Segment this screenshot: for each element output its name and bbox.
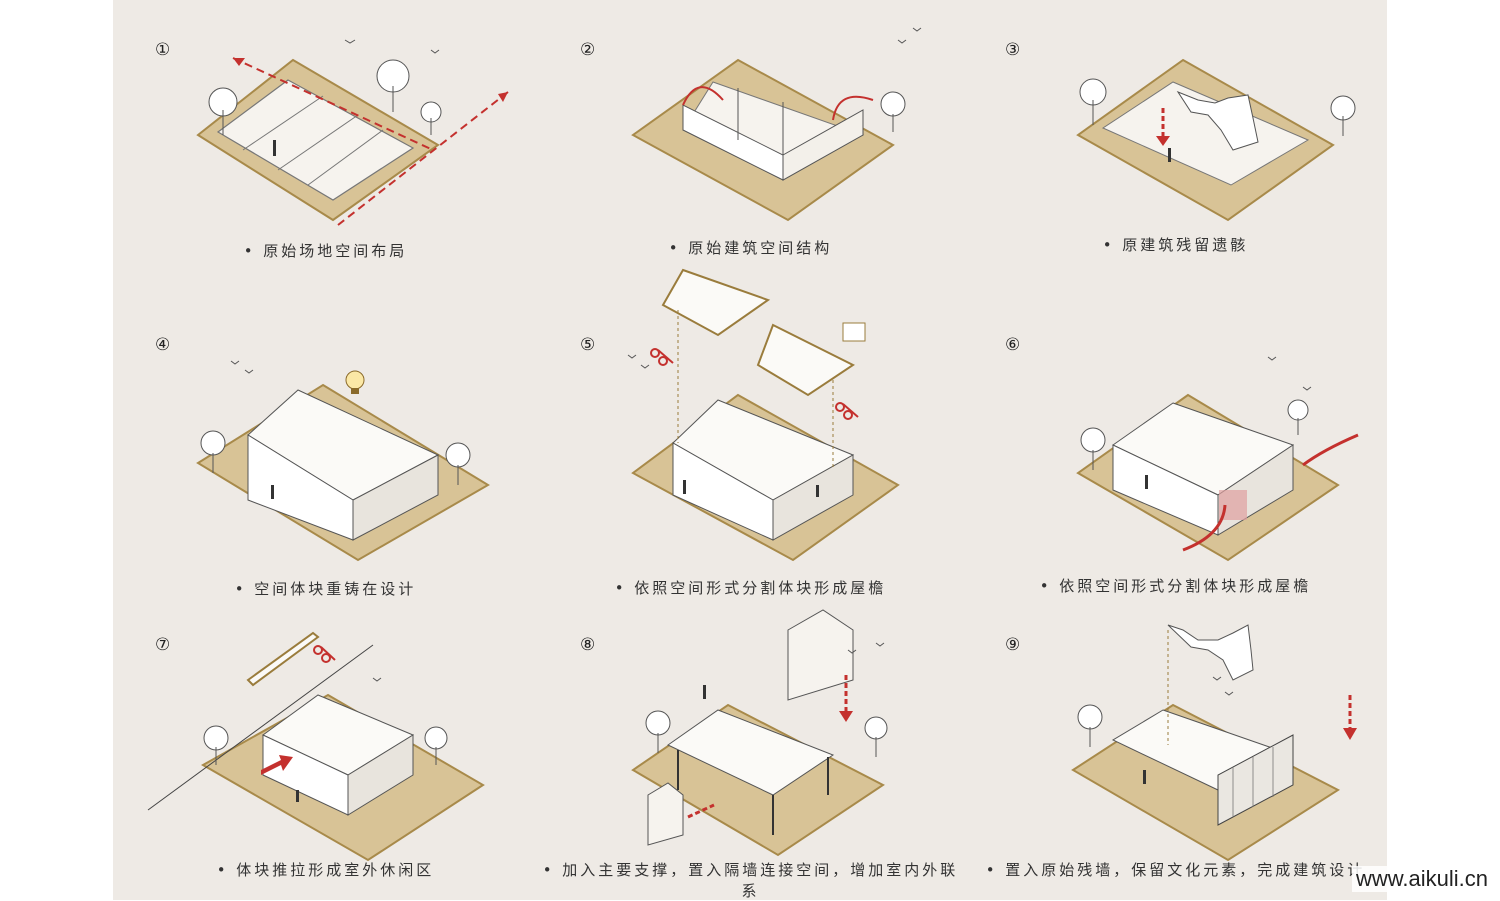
grid [1232,747,1274,817]
step-caption: • 体块推拉形成室外休闲区 [216,861,435,879]
diagram-sheet: ① • 原始场地空间布局 ② [113,0,1387,900]
bird-icon [372,677,382,682]
watermark: www.aikuli.cn [1351,866,1492,892]
eave-drawing [1076,356,1359,562]
step-caption: • 原建筑残留遗骸 [1102,236,1249,254]
bird-icon [1267,356,1312,391]
axis-line [147,644,374,811]
step-number: ⑤ [580,335,596,355]
roof-slab [246,631,320,687]
panel-5: ⑤ • 依照空间形式分割体块形成屋檐 [538,268,963,597]
support-partition-drawing [631,609,888,857]
partition-wall [647,782,684,846]
site-outline [216,79,415,201]
scissors-icon [313,645,336,663]
step-caption: • 加入主要支撑，置入隔墙连接空间，增加室内外联系 [542,861,959,900]
volume-side [352,454,439,541]
panel-2: ② • 原始建筑空间结构 [538,0,963,300]
person-icon [1145,475,1148,489]
step-number: ⑧ [580,635,596,655]
person-icon [1168,148,1171,162]
tree-icon [880,91,906,132]
step-caption: • 置入原始残墙，保留文化元素，完成建筑设计 [985,861,1366,879]
bird-icon [627,354,650,369]
panel-3: ③ • 原建筑残留遗骸 [963,0,1388,300]
step-number: ⑨ [1005,635,1021,655]
hand-icon [842,322,866,342]
scissors-icon [650,348,859,420]
building-structure-drawing [631,27,922,222]
person-icon [703,685,706,699]
tree-icon [1079,78,1356,136]
volume-recast-drawing [196,360,490,562]
step-number: ⑥ [1005,335,1021,355]
person-icon [296,790,299,802]
panel-7: ⑦ • 体块推拉形成室外休闲区 [113,595,538,895]
wind-arrow [1182,504,1227,552]
roof-piece [756,323,855,397]
person-icon [273,140,276,156]
wind-arrow [1302,433,1359,467]
split-volume-drawing [627,268,900,562]
remnant-drawing [1076,58,1356,222]
columns [677,750,829,835]
remnant-wall [1167,624,1254,681]
step-caption: • 原始场地空间布局 [243,242,408,260]
tree-icon [200,430,471,485]
floor-outline [1101,81,1310,186]
bird-icon [344,39,440,54]
axis-arrow [337,91,509,226]
partition-frame [787,609,854,701]
axis-arrow [232,57,434,151]
arrow-icon [261,755,293,775]
frame [1217,734,1294,826]
step-caption: • 依照空间形式分割体块形成屋檐 [1039,577,1312,595]
final-design-drawing [1071,624,1357,862]
step-number: ③ [1005,40,1021,60]
bird-icon [230,360,254,374]
curve-arrow [832,95,874,121]
person-icon [271,485,274,499]
step-number: ② [580,40,596,60]
step-number: ④ [155,335,171,355]
step-number: ① [155,40,171,60]
panel-8: ⑧ • 加入主要支撑，置入隔墙连接空间，增加室内外联系 [538,595,963,900]
roof-piece [661,268,771,337]
tree-icon [1080,399,1309,470]
lightbulb-icon [345,370,365,394]
step-number: ⑦ [155,635,171,655]
site-layout-drawing [196,39,509,226]
tree-icon [645,710,888,757]
panel-1: ① • 原始场地空间布局 [113,0,538,300]
remnant-wall [1176,90,1259,151]
person-icon [1143,770,1146,784]
step-caption: • 依照空间形式分割体块形成屋檐 [614,579,887,597]
bird-icon [847,642,885,654]
panel-9: ⑨ • 置入原始残墙，保留文化元素，完成建筑设计 [963,595,1388,895]
tree-icon [203,725,448,765]
bird-icon [897,27,922,44]
push-pull-drawing [147,631,485,862]
tree-icon [208,59,442,135]
tree-icon [1077,704,1103,747]
panel-4: ④ • 空间体块重铸在设计 [113,295,538,598]
arrow-icon [687,803,715,819]
curve-arrow [682,86,724,106]
wall [782,109,864,181]
step-caption: • 空间体块重铸在设计 [234,580,417,598]
volume-side [772,454,854,541]
volume-side [347,734,414,816]
bird-icon [1212,676,1234,696]
person-icon [683,480,819,497]
panel-6: ⑥ • 依照空间形式分割体块形成屋檐 [963,295,1388,595]
step-caption: • 原始建筑空间结构 [668,239,833,257]
